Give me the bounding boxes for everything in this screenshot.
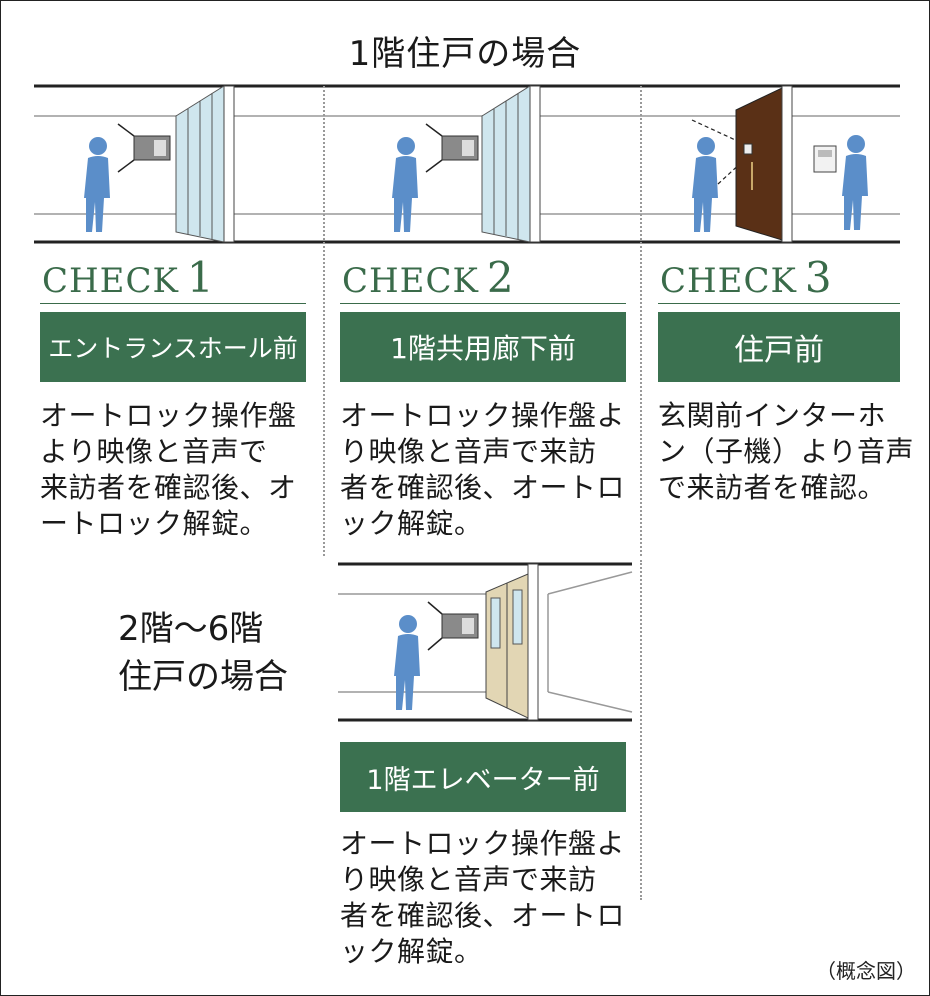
location-label: 1階共用廊下前 [390,332,576,365]
location-label: 1階エレベーター前 [366,764,600,796]
location-box-1: エントランスホール前 [40,312,306,382]
description-line: ートロック解錠。 [40,507,269,540]
person-figure-icon [394,615,420,710]
description-line: オートロック操作盤よ [340,399,626,432]
intercom-panel-icon [441,613,479,639]
upper-floors-heading-line: 2階～6階 [118,609,264,649]
elevator-door-icon [485,563,539,721]
description-line: で来訪者を確認。 [658,471,887,504]
person-figure-icon [692,137,718,232]
column-divider [323,86,325,556]
description-line: 者を確認後、オートロ [340,471,626,504]
check-label: CHECK [42,261,179,301]
upper-floors-heading-line: 住戸の場合 [118,657,288,697]
description-line: より映像と音声で [40,435,268,468]
intercom-panel-icon [441,135,479,161]
location-label: エントランスホール前 [48,334,298,363]
elevator-scene [338,562,633,722]
check-number: 2 [486,253,515,302]
check-rule [40,303,306,304]
person-figure-icon [84,137,110,232]
scene-3-front-door [691,85,868,243]
description-2: オートロック操作盤よ り映像と音声で来訪 者を確認後、オートロ ック解錠。 [340,398,625,542]
location-label: 住戸前 [734,333,824,368]
description-line: オートロック操作盤 [40,399,297,432]
glass-door-icon [175,85,235,243]
glass-door-icon [481,85,541,243]
page-title: 1階住戸の場合 [348,34,582,74]
scene-illustrations [34,84,900,244]
description-line: り映像と音声で来訪 [340,863,597,896]
description-1: オートロック操作盤 より映像と音声で 来訪者を確認後、オ ートロック解錠。 [40,398,297,542]
wooden-door-icon [735,85,793,243]
check-rule [340,303,626,304]
scene-2-corridor [392,85,541,243]
description-3: 玄関前インターホ ン（子機）より音声 で来訪者を確認。 [658,398,914,506]
description-line: ン（子機）より音声 [658,435,914,468]
description-elevator: オートロック操作盤よ り映像と音声で来訪 者を確認後、オートロ ック解錠。 [340,826,625,970]
description-line: 者を確認後、オートロ [340,899,626,932]
check-number: 3 [804,253,833,302]
location-box-3: 住戸前 [658,312,900,382]
concept-note: （概念図） [816,959,916,983]
column-divider [640,86,642,556]
description-line: ック解錠。 [340,935,483,968]
column-divider [640,560,642,900]
description-line: 来訪者を確認後、オ [40,471,297,504]
person-figure-icon [392,137,418,232]
location-box-2: 1階共用廊下前 [340,312,626,382]
description-line: 玄関前インターホ [658,399,887,432]
check-label: CHECK [342,261,479,301]
intercom-panel-icon [133,135,171,161]
person-figure-icon [842,135,868,230]
description-line: り映像と音声で来訪 [340,435,597,468]
check-rule [658,303,900,304]
check-label: CHECK [660,261,797,301]
upper-floors-heading: 2階～6階 住戸の場合 [118,605,288,701]
check-number: 1 [186,253,215,302]
description-line: オートロック操作盤よ [340,827,626,860]
door-intercom-icon [813,145,837,173]
description-line: ック解錠。 [340,507,483,540]
location-box-elevator: 1階エレベーター前 [340,742,626,812]
scene-1-entrance [84,85,235,243]
